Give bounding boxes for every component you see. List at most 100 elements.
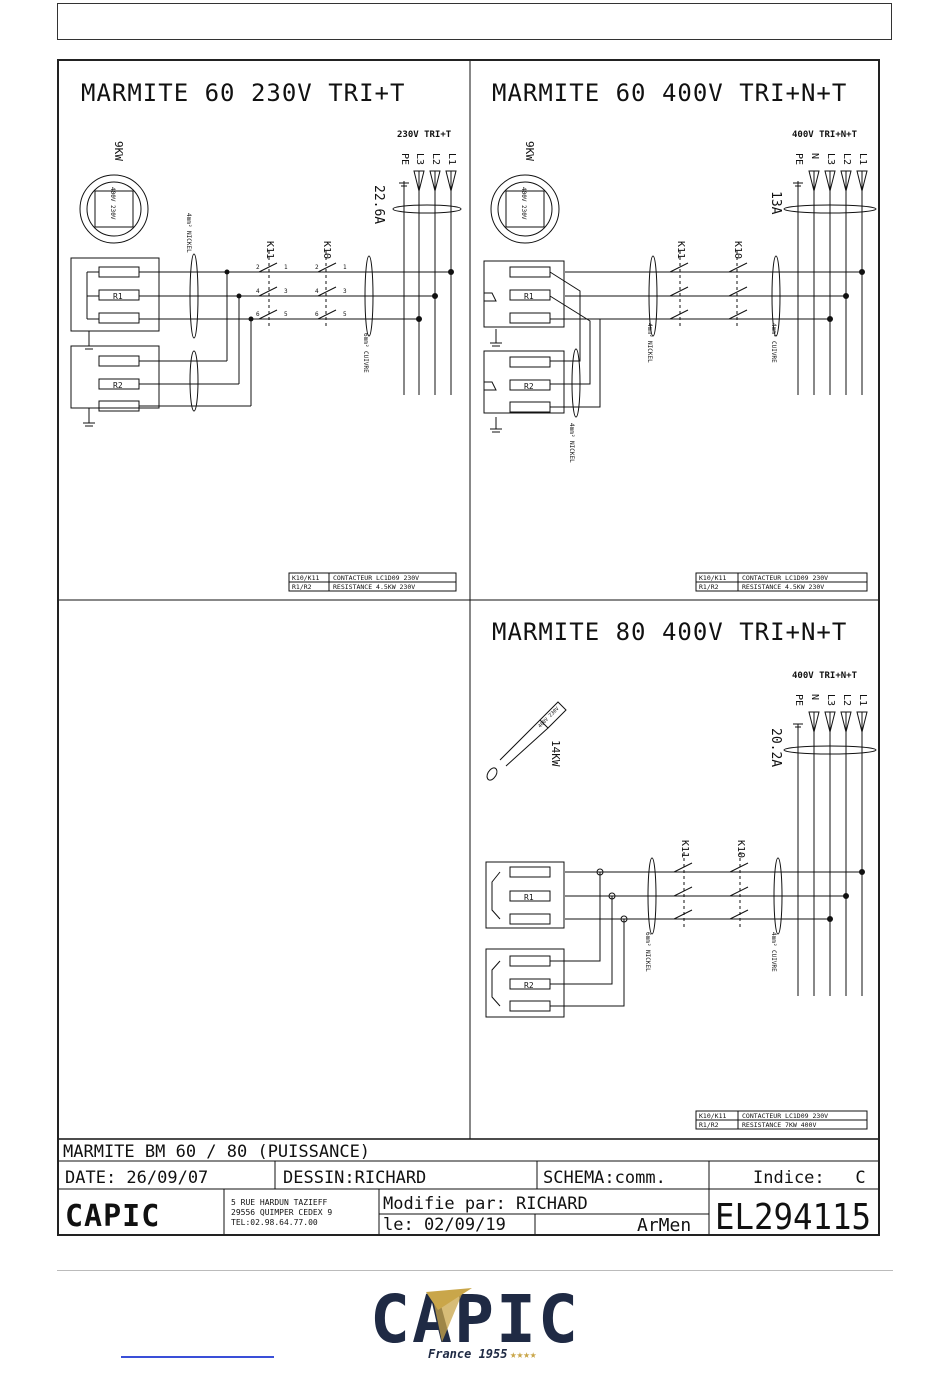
panel-2-cable-left: 4mm² NICKEL	[646, 323, 653, 363]
drawing-number: EL294115	[715, 1197, 871, 1234]
panel-2-supply: 400V TRI+N+T	[792, 130, 858, 140]
schema-type: SCHEMA:comm.	[543, 1168, 666, 1188]
panel-3-legend-val-1: RESISTANCE 7KW 400V	[742, 1121, 816, 1129]
panel-2-legend-val-1: RESISTANCE 4.5KW 230V	[742, 583, 824, 591]
panel-1-pot-inner: 400V 230V	[109, 187, 116, 220]
contact-number: 2	[256, 264, 260, 271]
panel-2-contactor-k11: K11	[675, 241, 686, 259]
panel-1-legend-val-0: CONTACTEUR LC1D09 230V	[333, 574, 419, 582]
panel-2-cable-right: 4mm² CUIVRE	[770, 323, 777, 363]
capic-tagline: France 1955	[428, 1347, 507, 1361]
software-name: ArMen	[637, 1215, 691, 1234]
panel-1-r1: R1	[113, 292, 123, 301]
panel-2-r2: R2	[524, 382, 534, 391]
panel-1-contactor-k11: K11	[264, 241, 275, 259]
drawing-sheet: MARMITE 60 230V TRI+T 230V TRI+T PE L3 L…	[57, 59, 880, 1238]
panel-2: MARMITE 60 400V TRI+N+T 400V TRI+N+T PE …	[483, 79, 877, 592]
panel-3-supply: 400V TRI+N+T	[792, 671, 858, 681]
company-address-2: 29556 QUIMPER CEDEX 9	[231, 1208, 332, 1217]
panel-3-phase-labels: PE N L3 L2 L1	[793, 694, 868, 706]
panel-3-cable-right: 4mm² CUIVRE	[770, 932, 777, 972]
revision-index: Indice: C	[753, 1168, 866, 1188]
footer-rule	[57, 1270, 893, 1271]
panel-3-cable-left: 6mm² NICKEL	[644, 932, 651, 972]
panel-1-cable-right: 6mm² CUIVRE	[362, 333, 369, 373]
panel-3-pot-inner: 400V 230V	[537, 706, 560, 729]
panel-1-phase-labels: PE L3 L2 L1	[399, 153, 457, 165]
phase-label: L2	[841, 694, 852, 706]
phase-label: PE	[793, 694, 804, 706]
panel-3-current: 20.2A	[768, 728, 783, 767]
contact-number: 4	[315, 288, 319, 295]
panel-1-title: MARMITE 60 230V TRI+T	[81, 79, 405, 107]
panel-1-pot-label: 9KW	[112, 141, 125, 161]
panel-2-current: 13A	[768, 191, 783, 215]
contact-number: 1	[343, 264, 347, 271]
contact-number: 6	[315, 311, 319, 318]
contact-number: 4	[256, 288, 260, 295]
title-block: MARMITE BM 60 / 80 (PUISSANCE) DATE: 26/…	[59, 1138, 878, 1238]
company-logo-text: CAPIC	[65, 1199, 160, 1234]
phase-label: L1	[857, 153, 868, 165]
panel-2-pot-label: 9KW	[523, 141, 536, 161]
company-phone: TEL:02.98.64.77.00	[231, 1218, 318, 1227]
contact-number: 6	[256, 311, 260, 318]
contact-number: 3	[284, 288, 288, 295]
panel-2-title: MARMITE 60 400V TRI+N+T	[492, 79, 847, 107]
schematic-canvas: MARMITE 60 230V TRI+T 230V TRI+T PE L3 L…	[59, 61, 878, 1238]
phase-label: PE	[793, 153, 804, 165]
phase-label: L2	[430, 153, 441, 165]
phase-label: L3	[414, 153, 425, 165]
panel-1-legend-key-0: K10/K11	[292, 574, 319, 582]
panel-3-legend-key-1: R1/R2	[699, 1121, 719, 1129]
contact-number: 1	[284, 264, 288, 271]
footer-link-underline[interactable]	[121, 1356, 274, 1358]
capic-logo: CAPIC France 1955 ★★★★	[370, 1284, 580, 1361]
phase-label: L3	[825, 694, 836, 706]
panel-3-legend-key-0: K10/K11	[699, 1112, 726, 1120]
phase-label: L2	[841, 153, 852, 165]
company-address-1: 5 RUE HARDUN TAZIEFF	[231, 1198, 328, 1207]
panel-1-cable-left: 4mm² NICKEL	[185, 213, 192, 253]
panel-1: MARMITE 60 230V TRI+T 230V TRI+T PE L3 L…	[70, 79, 462, 592]
panel-2-cable-bottom: 4mm² NICKEL	[568, 423, 575, 463]
panel-3-pot-label: 14KW	[549, 740, 562, 767]
header-box	[57, 3, 892, 40]
panel-2-legend-key-0: K10/K11	[699, 574, 726, 582]
panel-1-pot-icon	[79, 174, 149, 244]
panel-3-contactor-k11: K11	[679, 840, 690, 858]
panel-3: MARMITE 80 400V TRI+N+T 400V TRI+N+T PE …	[485, 618, 877, 1130]
panel-3-legend-val-0: CONTACTEUR LC1D09 230V	[742, 1112, 828, 1120]
contact-number: 5	[284, 311, 288, 318]
panel-2-r1: R1	[524, 292, 534, 301]
panel-3-r2: R2	[524, 981, 534, 990]
phase-label: N	[809, 153, 820, 159]
contact-number: 3	[343, 288, 347, 295]
capic-stars: ★★★★	[510, 1348, 537, 1361]
panel-1-legend-val-1: RESISTANCE 4.5KW 230V	[333, 583, 415, 591]
drawn-by: DESSIN:RICHARD	[283, 1168, 426, 1188]
drawing-date: DATE: 26/09/07	[65, 1168, 208, 1188]
drawing-title: MARMITE BM 60 / 80 (PUISSANCE)	[63, 1142, 370, 1162]
modified-date: le: 02/09/19	[383, 1215, 506, 1234]
panel-1-supply: 230V TRI+T	[397, 130, 452, 140]
panel-2-legend-val-0: CONTACTEUR LC1D09 230V	[742, 574, 828, 582]
panel-1-current: 22.6A	[371, 185, 386, 224]
panel-1-contactor-k10: K10	[321, 241, 332, 259]
panel-2-contactor-k10: K10	[732, 241, 743, 259]
phase-label: PE	[399, 153, 410, 165]
panel-2-pot-inner: 400V 230V	[520, 187, 527, 220]
phase-label: L1	[857, 694, 868, 706]
panel-1-r2: R2	[113, 381, 123, 390]
panel-2-legend-key-1: R1/R2	[699, 583, 719, 591]
panel-3-contactor-k10: K10	[735, 840, 746, 858]
panel-2-phase-labels: PE N L3 L2 L1	[793, 153, 868, 165]
panel-1-legend-key-1: R1/R2	[292, 583, 312, 591]
phase-label: L1	[446, 153, 457, 165]
capic-logo-text: CAPIC	[370, 1284, 580, 1358]
panel-3-heater-icon	[486, 701, 567, 781]
panel-2-pot-icon	[490, 174, 560, 244]
panel-3-r1: R1	[524, 893, 534, 902]
contact-number: 5	[343, 311, 347, 318]
modified-by: Modifie par: RICHARD	[383, 1194, 588, 1214]
